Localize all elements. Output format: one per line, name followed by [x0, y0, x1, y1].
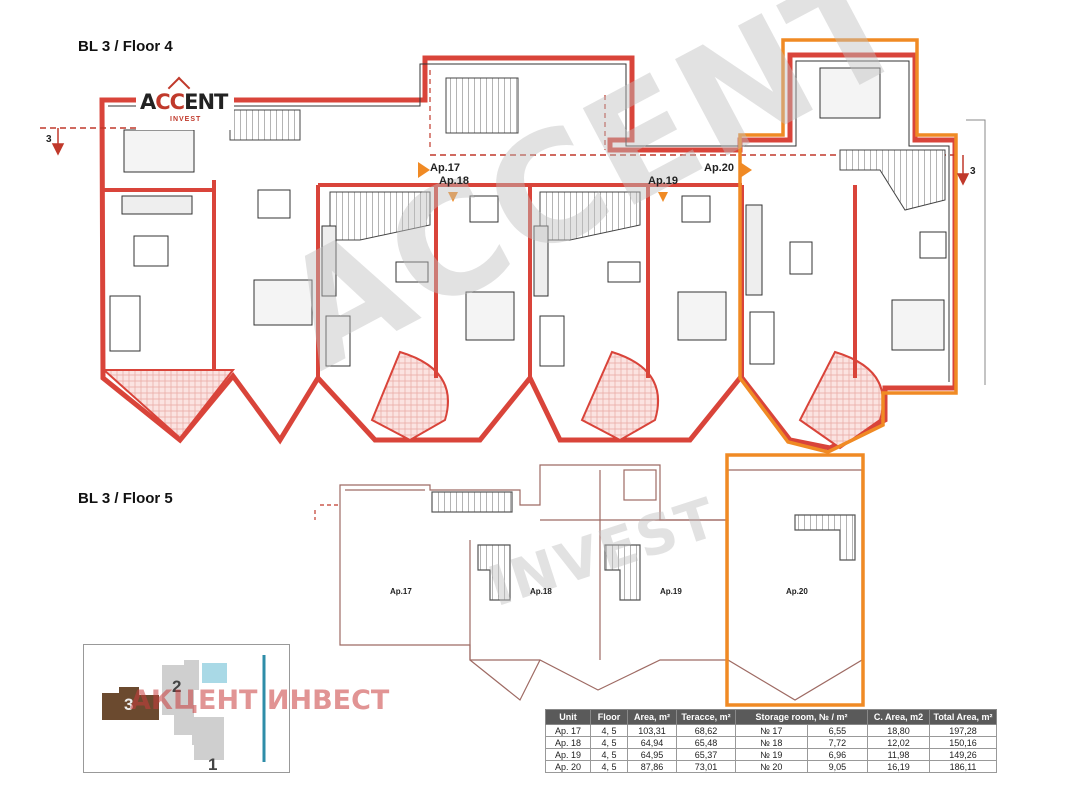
section-mark-right: 3	[970, 166, 976, 177]
cell: 9,05	[806, 760, 869, 773]
cell: № 19	[735, 748, 808, 761]
cell: 103,31	[627, 724, 677, 737]
cell: 64,95	[627, 748, 677, 761]
accent-logo: ACCENT INVEST	[136, 76, 234, 130]
floor5-ap17-label: Ap.17	[390, 587, 412, 596]
floor5-ap18-label: Ap.18	[530, 587, 552, 596]
cell: 7,72	[806, 736, 869, 749]
cell: 4, 5	[590, 736, 628, 749]
cell: 73,01	[676, 760, 736, 773]
col-floor: Floor	[590, 709, 628, 725]
cell: 6,96	[806, 748, 869, 761]
col-area: Area, m²	[627, 709, 677, 725]
cell: № 18	[735, 736, 808, 749]
site-keyplan: 1 2 3 АКЦЕНТ ИНВЕСТ	[83, 644, 389, 774]
cell: 16,19	[867, 760, 930, 773]
cell: Ap. 20	[545, 760, 591, 773]
cell: № 17	[735, 724, 808, 737]
cell: 64,94	[627, 736, 677, 749]
floor4-ap17-label: Ap.17	[430, 162, 460, 174]
floor4-plan	[40, 38, 986, 454]
col-common-area: C. Area, m2	[867, 709, 930, 725]
cell: 68,62	[676, 724, 736, 737]
table-header-row: Unit Floor Area, m² Teracce, m² Storage …	[545, 709, 997, 725]
keyplan-building-1: 1	[208, 755, 218, 774]
floor4-ap18-label: Ap.18	[439, 175, 469, 187]
col-unit: Unit	[545, 709, 591, 725]
cell: 4, 5	[590, 760, 628, 773]
ap20-highlight-floor5	[725, 453, 865, 707]
cell: 18,80	[867, 724, 930, 737]
cell: Ap. 19	[545, 748, 591, 761]
terrace-ap17	[101, 369, 236, 440]
terrace-ap19	[580, 350, 660, 442]
cell: 197,28	[929, 724, 997, 737]
keyplan-building-2: 2	[172, 677, 182, 696]
terrace-ap20	[798, 350, 884, 450]
area-table: Unit Floor Area, m² Teracce, m² Storage …	[545, 709, 997, 773]
floor5-plan	[314, 453, 865, 707]
section-mark-left: 3	[46, 134, 52, 145]
table-row: Ap. 17 4, 5 103,31 68,62 № 17 6,55 18,80…	[545, 724, 997, 737]
logo-brand: ACCENT	[140, 90, 228, 114]
table-row: Ap. 18 4, 5 64,94 65,48 № 18 7,72 12,02 …	[545, 736, 997, 749]
col-total-area: Total Area, m²	[929, 709, 997, 725]
col-terrace: Teracce, m²	[676, 709, 736, 725]
cell: 11,98	[867, 748, 930, 761]
logo-sub: INVEST	[170, 116, 202, 123]
col-storage: Storage room, № / m²	[735, 709, 868, 725]
cell: 4, 5	[590, 748, 628, 761]
cell: 12,02	[867, 736, 930, 749]
floor4-ap19-label: Ap.19	[648, 175, 678, 187]
floor5-ap20-label: Ap.20	[786, 587, 808, 596]
cell: 150,16	[929, 736, 997, 749]
cell: 65,37	[676, 748, 736, 761]
floor4-ap20-label: Ap.20	[704, 162, 734, 174]
cell: 186,11	[929, 760, 997, 773]
floor4-outer-wall	[99, 52, 958, 451]
cell: 87,86	[627, 760, 677, 773]
cell: 65,48	[676, 736, 736, 749]
cell: 149,26	[929, 748, 997, 761]
cell: 6,55	[806, 724, 869, 737]
cell: № 20	[735, 760, 808, 773]
keyplan-brand: АКЦЕНТ ИНВЕСТ	[130, 685, 390, 716]
floor4-title: BL 3 / Floor 4	[78, 38, 173, 55]
cell: Ap. 18	[545, 736, 591, 749]
cell: 4, 5	[590, 724, 628, 737]
ap20-highlight-floor4	[738, 38, 958, 454]
table-row: Ap. 19 4, 5 64,95 65,37 № 19 6,96 11,98 …	[545, 748, 997, 761]
keyplan-building-3: 3	[124, 695, 134, 714]
keyplan-buildings	[102, 655, 266, 762]
cell: Ap. 17	[545, 724, 591, 737]
terrace-ap18	[370, 350, 449, 442]
floor5-title: BL 3 / Floor 5	[78, 490, 173, 507]
table-row: Ap. 20 4, 5 87,86 73,01 № 20 9,05 16,19 …	[545, 760, 997, 773]
floor5-ap19-label: Ap.19	[660, 587, 682, 596]
